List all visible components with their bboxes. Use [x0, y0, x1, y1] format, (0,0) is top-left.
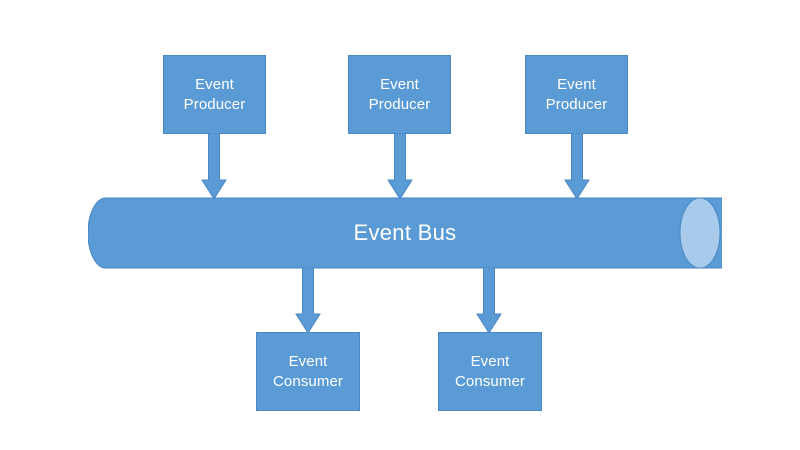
event-producer-3-label: Event Producer [545, 76, 608, 113]
arrow-producer-3-to-bus [564, 133, 590, 200]
arrow-producer-1-to-bus [201, 133, 227, 200]
event-producer-1-label: Event Producer [183, 76, 246, 113]
event-producer-3-box[interactable]: Event Producer [525, 55, 628, 134]
event-consumer-2-label: Event Consumer [455, 353, 525, 390]
event-producer-2-box[interactable]: Event Producer [348, 55, 451, 134]
event-consumer-1-box[interactable]: Event Consumer [256, 332, 360, 411]
event-consumer-1-label: Event Consumer [273, 353, 343, 390]
event-consumer-2-box[interactable]: Event Consumer [438, 332, 542, 411]
event-producer-1-box[interactable]: Event Producer [163, 55, 266, 134]
arrow-producer-2-to-bus [387, 133, 413, 200]
event-producer-2-label: Event Producer [368, 76, 431, 113]
arrow-bus-to-consumer-2 [476, 267, 502, 334]
arrow-bus-to-consumer-1 [295, 267, 321, 334]
event-bus-cylinder[interactable]: Event Bus [88, 197, 722, 269]
